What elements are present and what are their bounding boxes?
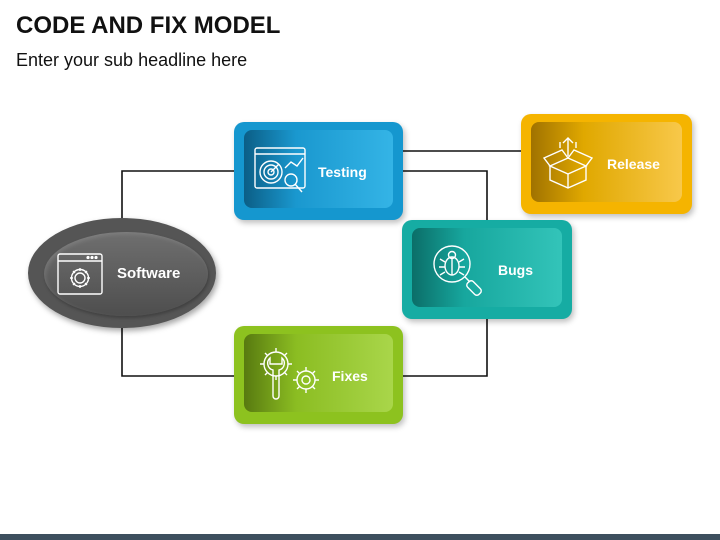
connector-software-fixes <box>121 328 236 377</box>
fixes-node <box>234 326 403 424</box>
fixes-label: Fixes <box>332 368 368 384</box>
bug-search-icon <box>433 245 482 296</box>
connector-bugs-fixes <box>402 318 488 377</box>
release-label: Release <box>607 156 660 172</box>
bugs-label: Bugs <box>498 262 533 278</box>
bugs-node-inner <box>412 228 562 307</box>
page-subtitle: Enter your sub headline here <box>16 50 248 70</box>
bugs-node <box>402 220 572 319</box>
footer-bar <box>0 534 720 540</box>
settings-window-icon <box>57 253 103 295</box>
testing-node-inner <box>244 130 393 208</box>
release-node-inner <box>531 122 682 202</box>
connector-testing-bugs <box>402 170 488 222</box>
software-label: Software <box>117 265 181 282</box>
open-box-icon <box>542 137 594 189</box>
target-analysis-icon <box>254 147 306 193</box>
release-node <box>521 114 692 214</box>
connector-software-testing <box>121 170 236 218</box>
testing-label: Testing <box>318 164 367 180</box>
testing-node <box>234 122 403 220</box>
software-node-inner <box>44 232 208 316</box>
page-title: CODE AND FIX MODEL <box>16 12 281 39</box>
wrench-gears-icon <box>260 348 319 400</box>
